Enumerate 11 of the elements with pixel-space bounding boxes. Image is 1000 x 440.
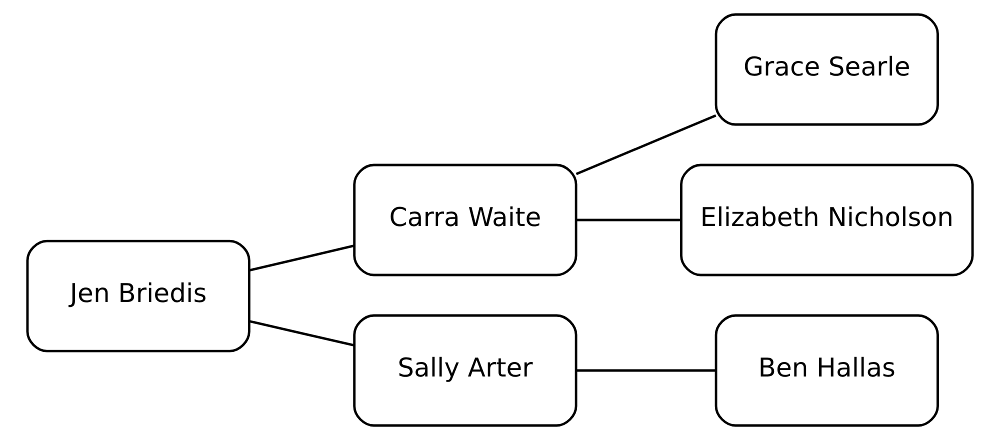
node-box: Elizabeth Nicholson <box>680 164 974 276</box>
connector <box>249 244 354 272</box>
connector <box>576 369 716 372</box>
node-box: Sally Arter <box>353 314 578 427</box>
connector <box>576 114 716 176</box>
node-box: Grace Searle <box>714 13 939 126</box>
connector <box>249 320 354 346</box>
node-box: Jen Briedis <box>26 240 250 352</box>
node-box: Ben Hallas <box>714 314 939 427</box>
connector <box>576 218 681 222</box>
node-box: Carra Waite <box>353 164 578 276</box>
